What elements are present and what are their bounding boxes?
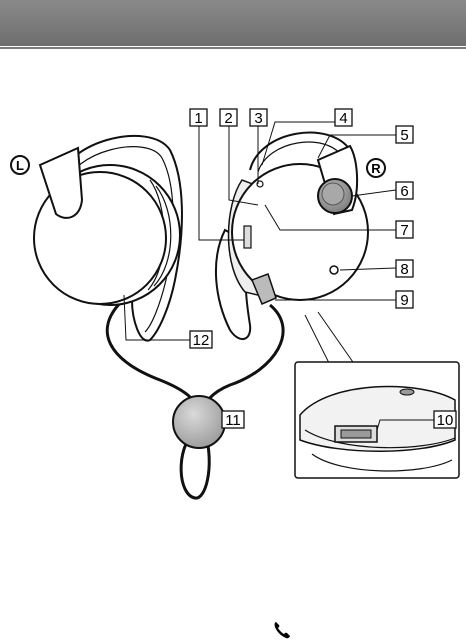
callout-box-2: 2 xyxy=(220,109,237,127)
left-side-letter: L xyxy=(16,158,24,173)
callout-3-number: 3 xyxy=(254,110,262,127)
phone-handset-icon xyxy=(272,620,292,640)
callout-box-4: 4 xyxy=(335,109,352,127)
callout-8-number: 8 xyxy=(400,261,408,278)
callout-box-12: 12 xyxy=(190,331,212,349)
callout-1-number: 1 xyxy=(194,110,202,127)
right-side-letter: R xyxy=(371,161,381,176)
callout-box-6: 6 xyxy=(396,182,413,200)
callout-box-9: 9 xyxy=(396,291,413,309)
callout-11-number: 11 xyxy=(225,412,241,429)
callout-10-number: 10 xyxy=(437,412,454,429)
cable-slider xyxy=(173,396,225,448)
callout-5-number: 5 xyxy=(400,127,408,144)
left-earpiece: L xyxy=(11,136,182,341)
callout-box-8: 8 xyxy=(396,260,413,278)
right-earpiece: R xyxy=(216,133,385,340)
callout-box-11: 11 xyxy=(222,411,244,429)
callout-9-number: 9 xyxy=(400,292,408,309)
callout-box-3: 3 xyxy=(250,109,267,127)
callout-7-number: 7 xyxy=(400,222,408,239)
callout-2-number: 2 xyxy=(224,110,232,127)
callout-box-7: 7 xyxy=(396,221,413,239)
detail-inset xyxy=(295,312,459,478)
callout-4-number: 4 xyxy=(339,110,347,127)
callout-box-10: 10 xyxy=(434,411,456,429)
callout-box-5: 5 xyxy=(396,126,413,144)
callout-6-number: 6 xyxy=(400,183,408,200)
callout-box-1: 1 xyxy=(190,109,207,127)
callout-12-number: 12 xyxy=(193,332,210,349)
